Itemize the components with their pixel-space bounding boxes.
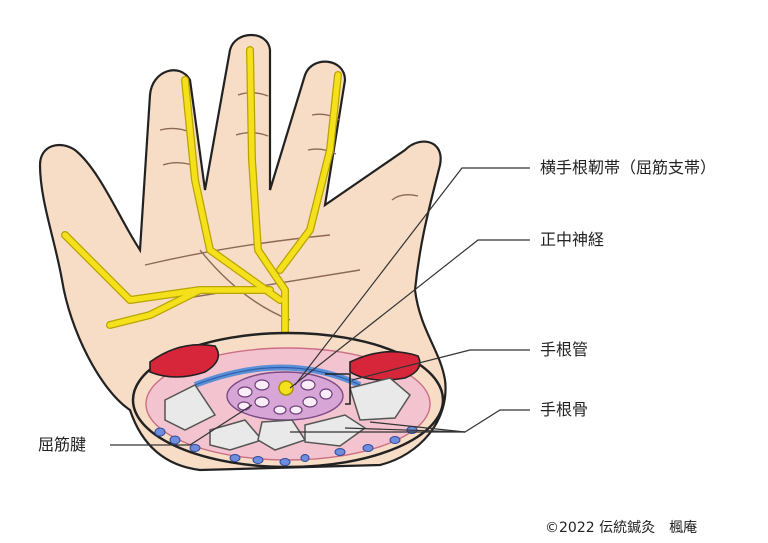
flexor-tendons-group: [237, 379, 333, 415]
median-nerve-branches: [61, 46, 342, 389]
thenar-muscle: [149, 343, 220, 378]
carpal-bones-group: [164, 377, 411, 451]
wrist-cross-section: [131, 331, 445, 469]
leader-lines: [110, 167, 530, 446]
label-carpal-tunnel: 手根管: [540, 340, 589, 359]
label-transverse-carpal-ligament: 横手根靭帯（屈筋支帯）: [540, 158, 717, 177]
copyright-credit: ©2022 伝統鍼灸 楓庵: [545, 520, 698, 536]
carpal-tunnel-bracket: [325, 373, 351, 405]
median-nerve-section: [278, 380, 294, 396]
label-flexor-tendons: 屈筋腱: [38, 435, 87, 454]
label-carpal-bones: 手根骨: [540, 400, 589, 419]
label-median-nerve: 正中神経: [540, 230, 605, 249]
hypothenar-muscle: [349, 350, 421, 381]
